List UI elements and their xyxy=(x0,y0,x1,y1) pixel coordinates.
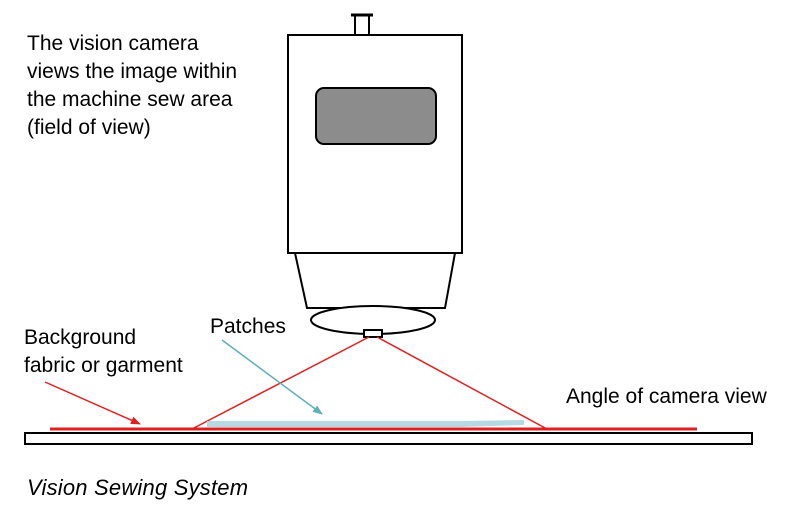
diagram-caption: Vision Sewing System xyxy=(27,475,249,500)
angle-of-view-label: Angle of camera view xyxy=(566,385,767,408)
background-arrow xyxy=(44,381,141,425)
background-fabric-label-line: fabric or garment xyxy=(24,354,183,377)
camera-description: The vision camera views the image within… xyxy=(27,30,237,142)
camera-description-line: the machine sew area xyxy=(27,88,233,111)
background-fabric-label: Background fabric or garment xyxy=(24,324,183,380)
patches-arrow xyxy=(221,339,323,415)
camera-sensor xyxy=(363,329,383,338)
camera-top-connector xyxy=(354,14,370,36)
view-line-right xyxy=(376,336,548,430)
camera-description-line: (field of view) xyxy=(27,116,151,139)
camera-description-line: The vision camera xyxy=(27,32,199,55)
camera-lens-housing xyxy=(293,252,457,309)
background-fabric-label-line: Background xyxy=(24,326,137,349)
patches-label: Patches xyxy=(210,315,286,338)
patch xyxy=(207,420,524,427)
camera-screen xyxy=(315,87,437,145)
camera-description-line: views the image within xyxy=(27,60,238,83)
vision-camera xyxy=(287,13,463,338)
sewing-table xyxy=(24,432,753,445)
